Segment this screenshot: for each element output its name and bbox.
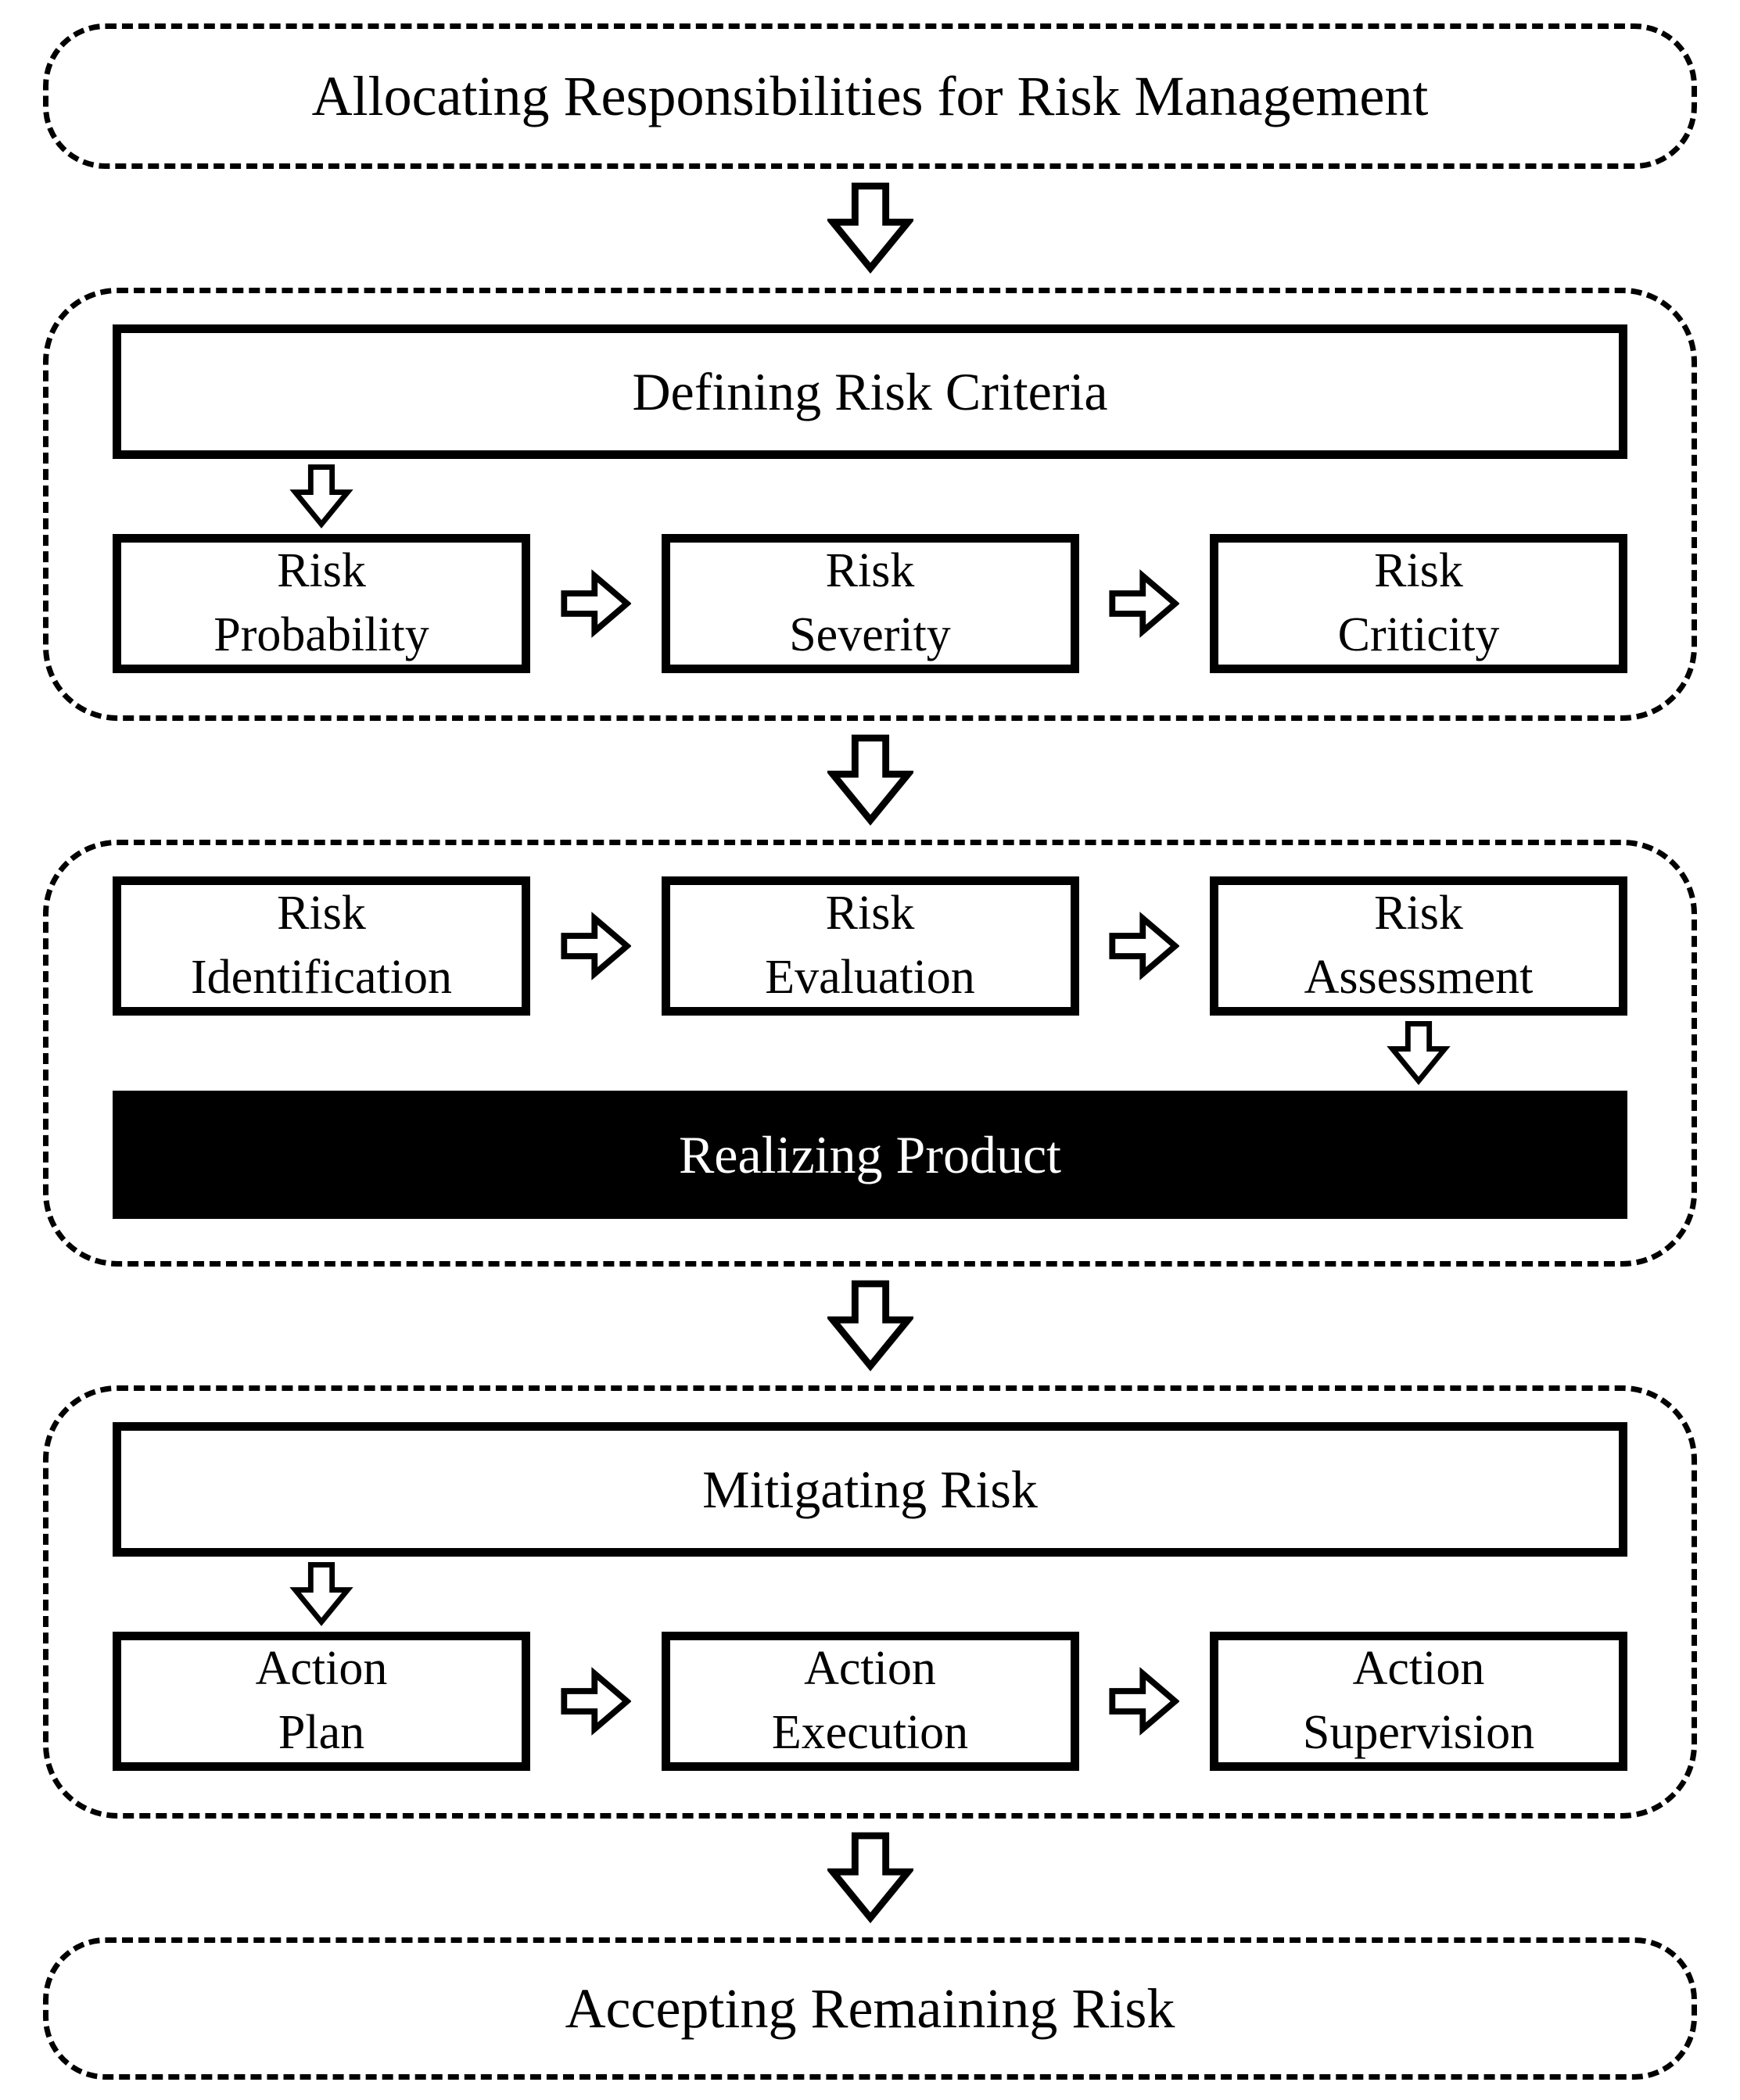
risk-assessment-label: Risk Assessment <box>1304 887 1534 1004</box>
defining-branch-down-arrow <box>113 464 530 529</box>
mitigating-risk-label: Mitigating Risk <box>702 1459 1038 1519</box>
defining-risk-criteria-box: Defining Risk Criteria <box>113 324 1627 459</box>
right-arrow-icon <box>561 912 631 980</box>
action-plan-box: Action Plan <box>113 1632 530 1771</box>
accepting-remaining-risk-capsule: Accepting Remaining Risk <box>43 1937 1697 2080</box>
flow-down-arrow-3 <box>827 1280 913 1372</box>
realizing-product-box: Realizing Product <box>113 1091 1627 1219</box>
assessment-steps-row: Risk Identification Risk Evaluation Risk… <box>113 876 1627 1016</box>
action-plan-label: Action Plan <box>255 1642 388 1759</box>
risk-criticity-label: Risk Criticity <box>1337 544 1500 661</box>
right-arrow-icon <box>1109 1667 1180 1736</box>
mitigation-branch-down-arrow <box>113 1561 530 1627</box>
mitigation-steps-row: Action Plan Action Execution Action Supe… <box>113 1632 1627 1771</box>
action-execution-box: Action Execution <box>661 1632 1079 1771</box>
defining-branch-arrow-row <box>113 459 1627 534</box>
flow-down-arrow-4 <box>827 1832 913 1924</box>
defining-steps-row: Risk Probability Risk Severity Risk Crit… <box>113 534 1627 673</box>
risk-probability-label: Risk Probability <box>213 544 429 661</box>
risk-criticity-box: Risk Criticity <box>1210 534 1627 673</box>
risk-evaluation-label: Risk Evaluation <box>765 887 975 1004</box>
allocating-responsibilities-capsule: Allocating Responsibilities for Risk Man… <box>43 23 1697 169</box>
risk-identification-box: Risk Identification <box>113 876 530 1016</box>
risk-severity-label: Risk Severity <box>789 544 951 661</box>
risk-assessment-group: Risk Identification Risk Evaluation Risk… <box>43 840 1697 1267</box>
right-arrow-icon <box>1109 569 1180 638</box>
down-arrow-icon <box>827 182 913 274</box>
mitigation-branch-arrow-row <box>113 1557 1627 1632</box>
risk-identification-label: Risk Identification <box>191 887 452 1004</box>
risk-assessment-box: Risk Assessment <box>1210 876 1627 1016</box>
action-supervision-label: Action Supervision <box>1302 1642 1535 1759</box>
down-arrow-icon <box>827 1832 913 1924</box>
right-arrow-icon <box>1109 912 1180 980</box>
down-arrow-icon <box>827 1280 913 1372</box>
flow-down-arrow-2 <box>827 734 913 826</box>
right-arrow-icon <box>561 1667 631 1736</box>
assessment-branch-down-arrow <box>1210 1020 1627 1086</box>
down-arrow-icon <box>1387 1021 1451 1085</box>
risk-probability-box: Risk Probability <box>113 534 530 673</box>
risk-evaluation-box: Risk Evaluation <box>661 876 1079 1016</box>
assessment-branch-arrow-row <box>113 1016 1627 1091</box>
right-arrow-icon <box>561 569 631 638</box>
mitigating-risk-group: Mitigating Risk Action Plan A <box>43 1385 1697 1819</box>
down-arrow-icon <box>827 734 913 826</box>
accepting-remaining-risk-label: Accepting Remaining Risk <box>565 1977 1175 2040</box>
down-arrow-icon <box>289 464 353 529</box>
defining-risk-criteria-group: Defining Risk Criteria Risk Probability <box>43 288 1697 721</box>
down-arrow-icon <box>289 1562 353 1626</box>
realizing-product-label: Realizing Product <box>678 1124 1062 1184</box>
flow-down-arrow-1 <box>827 182 913 274</box>
mitigating-risk-box: Mitigating Risk <box>113 1422 1627 1557</box>
allocating-responsibilities-label: Allocating Responsibilities for Risk Man… <box>311 65 1429 127</box>
action-execution-label: Action Execution <box>771 1642 969 1759</box>
risk-severity-box: Risk Severity <box>661 534 1079 673</box>
defining-risk-criteria-label: Defining Risk Criteria <box>632 361 1108 421</box>
action-supervision-box: Action Supervision <box>1210 1632 1627 1771</box>
